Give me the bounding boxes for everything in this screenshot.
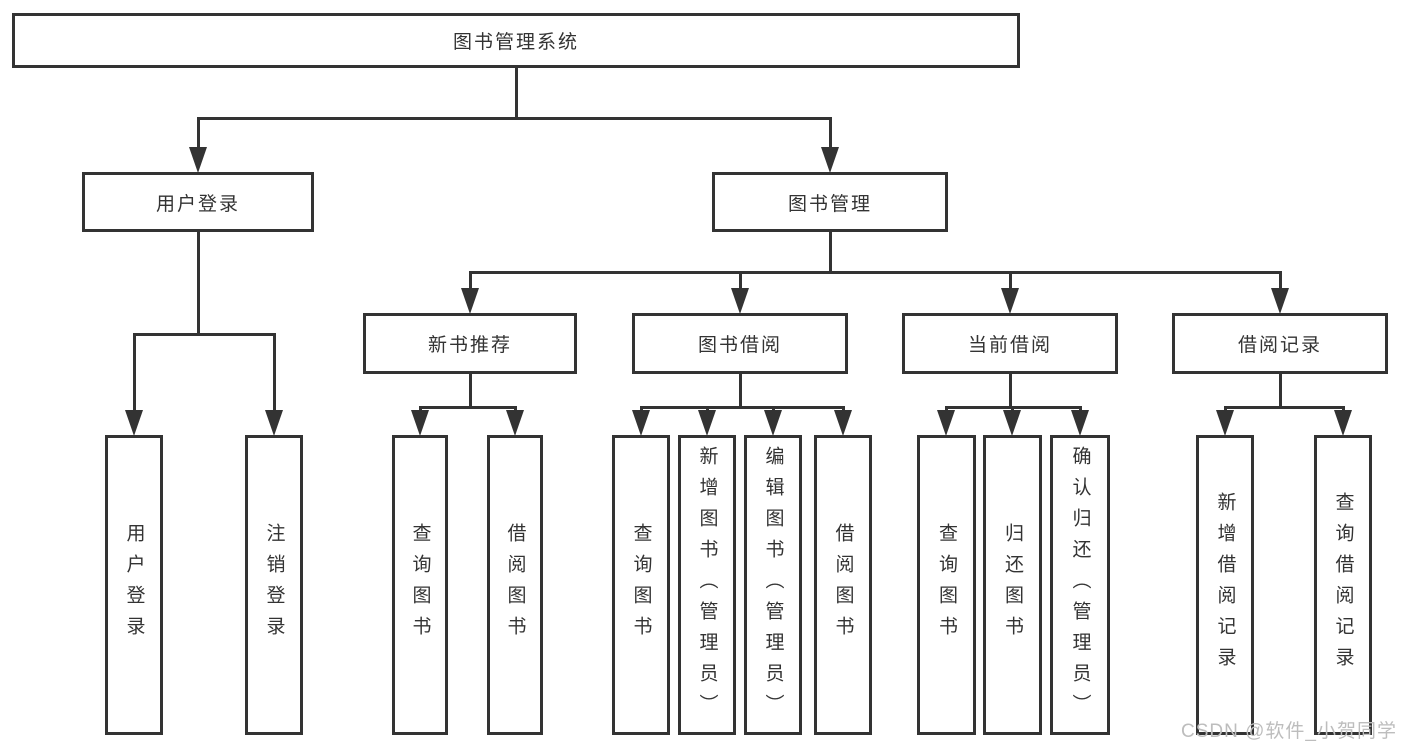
leaf-add-borrow-record: 新增借阅记录 <box>1196 435 1254 735</box>
arrowhead-icon <box>821 147 839 173</box>
leaf-user-login: 用户登录 <box>105 435 163 735</box>
arrowhead-icon <box>1003 410 1021 436</box>
arrowhead-icon <box>731 288 749 314</box>
node-label: 图书管理 <box>787 193 872 215</box>
connector-line <box>738 374 742 409</box>
node-label: 图书管理系统 <box>452 32 579 53</box>
node-root-library-system: 图书管理系统 <box>12 13 1020 68</box>
connector-line <box>132 334 136 429</box>
node-label: 借阅记录 <box>1237 335 1322 356</box>
node-label: 确认归还（管理员） <box>1069 445 1091 725</box>
node-label: 查询借阅记录 <box>1332 492 1354 678</box>
node-label: 归还图书 <box>1002 523 1023 647</box>
node-label: 借阅图书 <box>832 523 854 647</box>
watermark: CSDN @软件_小贺同学 <box>1181 721 1397 742</box>
leaf-return-book: 归还图书 <box>983 435 1042 735</box>
node-label: 查询图书 <box>630 523 652 647</box>
arrowhead-icon <box>125 410 143 436</box>
arrowhead-icon <box>1334 410 1352 436</box>
arrowhead-icon <box>937 410 955 436</box>
arrowhead-icon <box>1071 410 1089 436</box>
leaf-query-borrow-record: 查询借阅记录 <box>1314 435 1372 735</box>
arrowhead-icon <box>411 410 429 436</box>
connector-line <box>468 270 1282 274</box>
leaf-add-book-admin: 新增图书（管理员） <box>678 435 736 735</box>
connector-line <box>828 118 832 166</box>
arrowhead-icon <box>632 410 650 436</box>
connector-line <box>639 405 845 409</box>
node-label: 查询图书 <box>936 523 957 647</box>
node-label: 注销登录 <box>263 523 285 647</box>
arrowhead-icon <box>834 410 852 436</box>
node-label: 当前借阅 <box>967 335 1052 356</box>
node-label: 新增借阅记录 <box>1214 492 1236 678</box>
connector-line <box>272 334 276 429</box>
node-new-book-recommend: 新书推荐 <box>363 313 577 374</box>
leaf-edit-book-admin: 编辑图书（管理员） <box>744 435 802 735</box>
connector-line <box>1278 374 1282 409</box>
leaf-borrow-books-2: 借阅图书 <box>814 435 872 735</box>
connector-line <box>196 118 200 166</box>
leaf-query-books-1: 查询图书 <box>392 435 448 735</box>
connector-line <box>418 405 517 409</box>
node-current-borrow: 当前借阅 <box>902 313 1118 374</box>
connector-line <box>468 374 472 409</box>
arrowhead-icon <box>1001 288 1019 314</box>
arrowhead-icon <box>698 410 716 436</box>
arrowhead-icon <box>265 410 283 436</box>
node-borrow-records: 借阅记录 <box>1172 313 1388 374</box>
arrowhead-icon <box>461 288 479 314</box>
node-label: 图书借阅 <box>697 335 782 356</box>
node-label: 编辑图书（管理员） <box>762 445 784 725</box>
node-label: 用户登录 <box>155 193 240 215</box>
connector-line <box>514 68 518 120</box>
arrowhead-icon <box>1271 288 1289 314</box>
leaf-borrow-books-1: 借阅图书 <box>487 435 543 735</box>
node-label: 新书推荐 <box>427 335 512 356</box>
arrowhead-icon <box>1216 410 1234 436</box>
node-label: 新增图书（管理员） <box>696 445 718 725</box>
connector-line <box>1008 374 1012 409</box>
node-label: 查询图书 <box>409 523 431 647</box>
node-book-management: 图书管理 <box>712 172 948 232</box>
connector-line <box>132 332 276 336</box>
connector-line <box>196 232 200 336</box>
leaf-confirm-return-admin: 确认归还（管理员） <box>1050 435 1110 735</box>
connector-line <box>196 116 832 120</box>
leaf-query-books-3: 查询图书 <box>917 435 976 735</box>
connector-line <box>1223 405 1345 409</box>
arrowhead-icon <box>764 410 782 436</box>
leaf-query-books-2: 查询图书 <box>612 435 670 735</box>
arrowhead-icon <box>189 147 207 173</box>
node-book-borrow: 图书借阅 <box>632 313 848 374</box>
connector-line <box>828 232 832 274</box>
node-user-login: 用户登录 <box>82 172 314 232</box>
node-label: 用户登录 <box>123 523 145 647</box>
node-label: 借阅图书 <box>504 523 526 647</box>
leaf-logout: 注销登录 <box>245 435 303 735</box>
arrowhead-icon <box>506 410 524 436</box>
